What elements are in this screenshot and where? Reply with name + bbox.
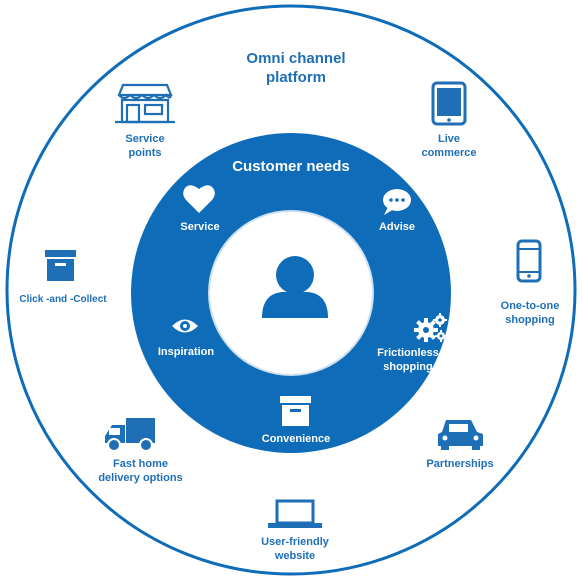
chat-bubble-icon — [383, 189, 411, 215]
storefront-icon — [115, 83, 175, 124]
tablet-icon — [431, 81, 467, 126]
label-service: Service — [180, 221, 220, 233]
inner-title: Customer needs — [232, 158, 350, 175]
label-live-commerce: Live commerce — [421, 133, 477, 159]
label-advise: Advise — [378, 221, 416, 233]
user-icon — [262, 256, 328, 318]
label-user-friendly: User-friendly website — [261, 536, 329, 562]
heart-icon — [183, 185, 215, 213]
outer-title: Omni channel platform — [246, 50, 346, 86]
smartphone-icon — [516, 239, 542, 283]
label-click-collect: Click -and -Collect — [19, 294, 107, 305]
label-one-to-one: One-to-one shopping — [500, 300, 560, 326]
label-fast-home: Fast home delivery options — [98, 458, 183, 484]
label-convenience: Convenience — [261, 433, 331, 445]
laptop-icon — [268, 499, 322, 528]
box-icon — [45, 250, 76, 281]
label-inspiration: Inspiration — [157, 346, 215, 358]
label-partnerships: Partnerships — [426, 458, 494, 470]
delivery-truck-icon — [105, 418, 155, 452]
label-frictionless: Frictionless shopping — [377, 347, 439, 373]
gears-icon — [414, 313, 447, 342]
car-icon — [438, 420, 483, 450]
box-icon — [280, 396, 311, 426]
label-service-points: Service points — [125, 133, 165, 159]
eye-icon — [172, 319, 198, 333]
